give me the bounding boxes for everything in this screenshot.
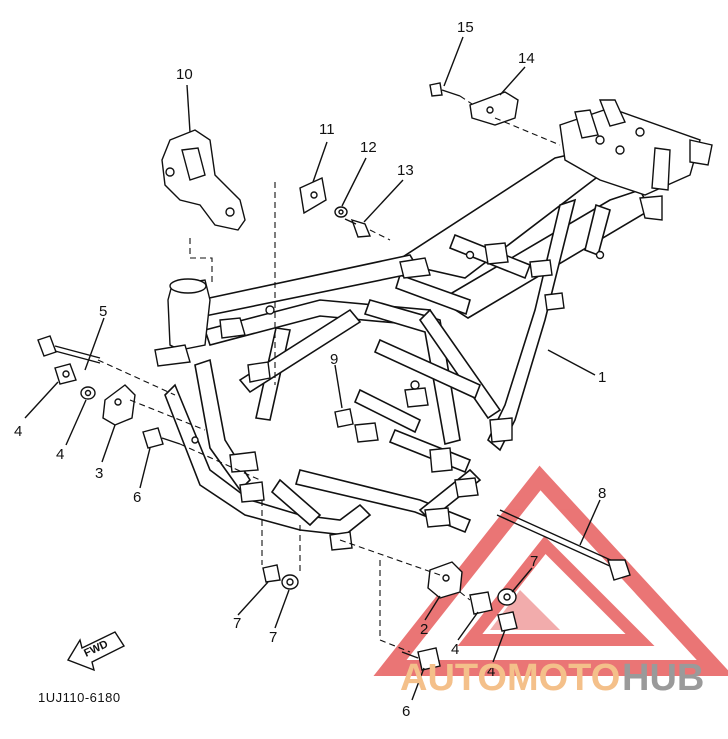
part-4-nut-left-b [80,386,96,400]
part-14-bracket [469,91,519,126]
label-part-7a: 7 [233,615,241,632]
label-part-1: 1 [598,369,606,386]
part-11-plate [299,176,327,215]
label-part-4a: 4 [14,423,22,440]
main-frame [154,99,713,551]
part-5-long-bolt [37,335,101,364]
watermark-text: AUTOMOTO HUB [400,657,704,699]
leader-lines [24,36,601,701]
label-part-6b: 6 [402,703,410,720]
label-part-7b: 7 [269,629,277,646]
part-10-bracket [161,129,246,231]
label-part-3: 3 [95,465,103,482]
label-part-4d: 4 [487,663,495,680]
label-part-9: 9 [330,351,338,368]
part-7-nut-right [497,588,517,606]
label-part-13: 13 [397,162,414,179]
label-part-8: 8 [598,485,606,502]
label-part-4c: 4 [451,641,459,658]
part-3-plate [102,384,136,426]
part-15-bolt [429,82,461,97]
part-7-nut-lower-b [281,574,299,590]
label-part-14: 14 [518,50,535,67]
part-4-nut-right-a [469,591,493,615]
assembly-lines [97,95,561,653]
watermark-text-automoto: AUTOMOTO [400,657,620,699]
label-part-4b: 4 [56,446,64,463]
part-4-nut-left-a [54,363,77,385]
forward-direction-arrow: FWD [66,631,126,672]
part-4-nut-right-b [497,611,518,632]
label-part-5: 5 [99,303,107,320]
part-12-washer [334,206,348,218]
part-2-plate [427,561,463,599]
label-part-15: 15 [457,19,474,36]
label-part-12: 12 [360,139,377,156]
diagram-code: 1UJ110-6180 [38,690,121,705]
part-6-bolt-lower [401,647,441,671]
part-13-bolt [344,218,372,238]
part-8-long-bolt [496,509,631,581]
label-part-2: 2 [420,621,428,638]
label-part-11: 11 [319,121,335,138]
part-7-nut-lower-a [262,564,281,583]
watermark-text-hub: HUB [622,657,704,699]
label-part-7c: 7 [530,553,538,570]
label-part-6a: 6 [133,489,141,506]
part-9-nut [334,408,354,428]
part-number-labels: 1 2 3 4 4 4 4 5 6 6 7 7 7 8 9 10 11 12 1… [14,19,606,720]
part-6-bolt-left [142,427,181,449]
label-part-10: 10 [176,66,193,83]
